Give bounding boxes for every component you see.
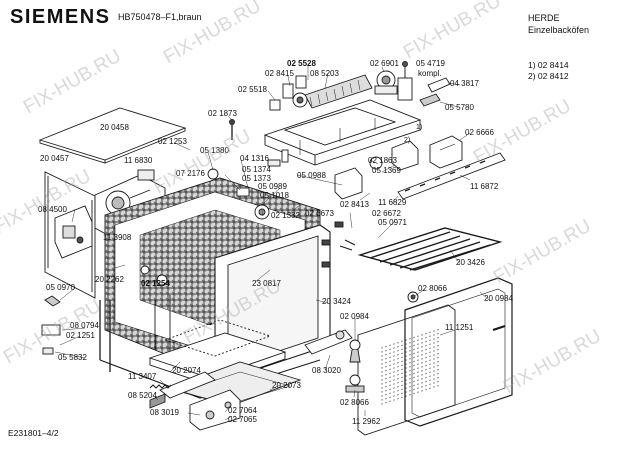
part-label-028066-lower: 02 8066 [340,398,369,407]
part-label-200457: 20 0457 [40,154,69,163]
fan-motor-small [374,70,398,95]
part-label-080794: 08 0794 [70,321,99,330]
part-label-026666: 02 6666 [465,128,494,137]
footnote-marker-2: 2) [404,137,411,144]
part-label-054719: 05 4719 [416,59,445,68]
part-label-050988: 05 0988 [297,171,326,180]
part-label-072176: 07 2176 [176,169,205,178]
part-label-021863: 02 1863 [368,156,397,165]
footnote-1: 1) 02 8414 [528,60,569,70]
part-label-051380: 05 1380 [200,146,229,155]
rail-strip [397,152,506,200]
door-hinge [304,329,353,355]
part-label-055780: 05 5780 [445,103,474,112]
part-label-028413: 02 8413 [340,200,369,209]
grill-heating-element [339,227,503,271]
thermostat-kit [397,61,413,101]
part-label-111251: 11 1251 [445,323,474,332]
part-label-051373: 05 1373 [242,174,271,183]
lamp-holder [419,93,441,107]
part-label-051018: 05 1018 [260,191,289,200]
category-title: HERDE [528,13,560,23]
left-lower-parts [41,265,168,355]
contact-bracket [429,135,463,169]
control-module [54,205,93,259]
part-label-028066-upper: 02 8066 [418,284,447,293]
support-frame [99,295,321,399]
part-label-021251: 02 1251 [66,331,95,340]
part-label-027065: 02 7065 [228,415,257,424]
part-label-026901: 02 6901 [370,59,399,68]
part-label-025528: 02 5528 [287,59,316,68]
part-label-050971: 05 0971 [378,218,407,227]
terminal-blocks [334,140,419,200]
door-frame [404,277,513,427]
footnote-marker-1: 1) [416,124,423,131]
part-label-kompl: kompl. [418,69,442,78]
part-label-113908: 11 3908 [103,233,132,242]
bottom-hinge [189,389,241,431]
part-label-085204: 08 5204 [128,391,157,400]
leader-lines [54,66,491,421]
part-label-085203: 08 5203 [310,69,339,78]
part-label-203424: 20 3424 [322,297,351,306]
lower-knob [345,374,365,393]
part-label-021873: 02 1873 [208,109,237,118]
top-duct-assembly [263,99,422,166]
oven-lamp [349,339,361,363]
part-label-050970: 05 0970 [46,283,75,292]
part-label-026673: 02 6673 [305,209,334,218]
part-label-021254: 02 1254 [141,279,170,288]
part-label-116829: 11 6829 [378,198,407,207]
small-fittings [207,119,289,220]
lower-latch [149,371,216,409]
spring [149,384,172,389]
part-label-116830: 11 6830 [124,156,153,165]
part-label-203426: 20 3426 [456,258,485,267]
top-cover-panel [38,107,187,164]
category-subtitle: Einzelbacköfen [528,25,590,35]
upper-knob [407,291,419,303]
part-label-020984: 02 0984 [340,312,369,321]
terminal-tags [321,221,344,268]
part-label-112962: 11 2962 [352,417,381,426]
clip-part [427,77,451,93]
part-label-050989: 05 0989 [258,182,287,191]
part-label-026672: 02 6672 [372,209,401,218]
part-label-202262: 20 2262 [95,275,124,284]
document-code: E231801–4/2 [8,428,59,438]
brand-logo: SIEMENS [10,6,111,28]
part-label-043817: 04 3817 [450,79,479,88]
part-label-113407: 11 3407 [128,372,157,381]
model-number: HB750478–F1,braun [118,12,202,22]
part-label-116872: 11 6872 [470,182,499,191]
footnote-2: 2) 02 8412 [528,71,569,81]
tangential-fan [292,74,373,109]
part-label-025518: 02 5518 [238,85,267,94]
inner-door-panel [357,304,456,436]
part-label-051374: 05 1374 [242,165,271,174]
switch-block [269,75,307,111]
part-label-055832: 05 5832 [58,353,87,362]
part-label-083019: 08 3019 [150,408,179,417]
part-label-027064: 02 7064 [228,406,257,415]
part-label-041316: 04 1316 [240,154,269,163]
part-label-084500: 08 4500 [38,205,67,214]
part-label-200984: 20 0984 [484,294,513,303]
part-label-083020: 08 3020 [312,366,341,375]
part-label-202074: 20 2074 [172,366,201,375]
part-label-021253: 02 1253 [158,137,187,146]
part-label-051369: 05 1369 [372,166,401,175]
part-label-230817: 23 0817 [252,279,281,288]
part-label-200458: 20 0458 [100,123,129,132]
part-label-028415: 02 8415 [265,69,294,78]
part-label-202073: 20 2073 [272,381,301,390]
part-label-021332: 02 1332 [271,211,300,220]
